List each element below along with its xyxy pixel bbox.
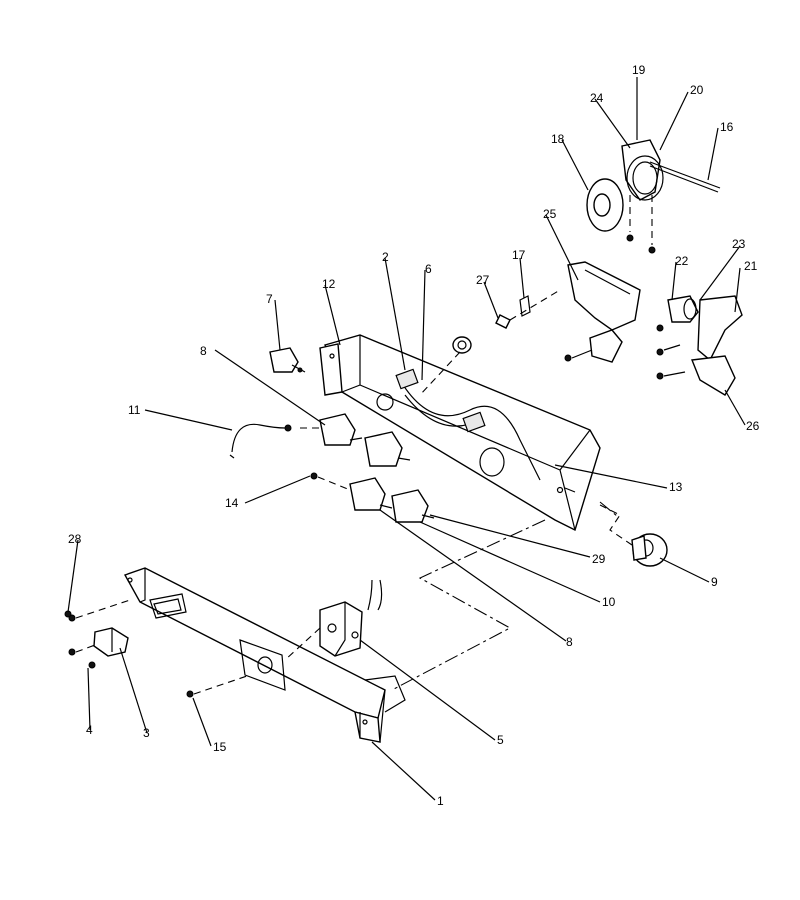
callout-24: 24 [590, 91, 604, 105]
callout-7: 7 [266, 292, 273, 306]
housing-body [324, 334, 601, 531]
callout-11: 11 [128, 403, 141, 417]
callout-15: 15 [213, 740, 227, 754]
rod [649, 161, 721, 189]
callout-13: 13 [669, 480, 683, 494]
lever-arm [697, 295, 743, 362]
callout-17: 17 [512, 248, 526, 262]
front-panel [123, 567, 406, 743]
callout-25: 25 [543, 207, 557, 221]
callout-6: 6 [425, 262, 432, 276]
wire-lead [231, 423, 286, 453]
actuator-bracket [567, 261, 641, 331]
callout-8-upper: 8 [200, 344, 207, 358]
callout-5: 5 [497, 733, 504, 747]
motor-bracket [621, 139, 661, 201]
callout-14: 14 [225, 496, 239, 510]
callout-8-lower: 8 [566, 635, 573, 649]
callout-26: 26 [746, 419, 760, 433]
micro-switches-upper [284, 413, 411, 467]
callout-27: 27 [476, 273, 490, 287]
callout-29: 29 [592, 552, 606, 566]
lever-paddle-left [589, 329, 623, 363]
callout-21: 21 [744, 259, 758, 273]
callout-16: 16 [720, 120, 734, 134]
micro-switches-lower [310, 472, 435, 523]
callout-22: 22 [675, 254, 689, 268]
callout-23: 23 [732, 237, 746, 251]
callout-28: 28 [68, 532, 82, 546]
leader-lines [67, 77, 746, 801]
actuator-assembly [564, 261, 743, 396]
callout-labels: 19 20 24 16 18 25 22 23 21 2 6 17 27 12 … [68, 63, 760, 808]
callout-20: 20 [690, 83, 704, 97]
control-housing [319, 334, 601, 531]
callout-4: 4 [86, 723, 93, 737]
motor-assembly [586, 139, 721, 254]
callout-18: 18 [551, 132, 565, 146]
callout-1: 1 [437, 794, 444, 808]
lamp-socket [599, 504, 668, 567]
callout-3: 3 [143, 726, 150, 740]
lever-paddle-right [691, 355, 736, 396]
callout-2: 2 [382, 250, 389, 264]
clip-parts [495, 289, 561, 329]
connector-block [269, 347, 306, 373]
callout-19: 19 [632, 63, 646, 77]
callout-12: 12 [322, 277, 336, 291]
callout-10: 10 [602, 595, 616, 609]
callout-9: 9 [711, 575, 718, 589]
thermostat-box [284, 579, 383, 661]
rocker-switch [68, 599, 131, 669]
